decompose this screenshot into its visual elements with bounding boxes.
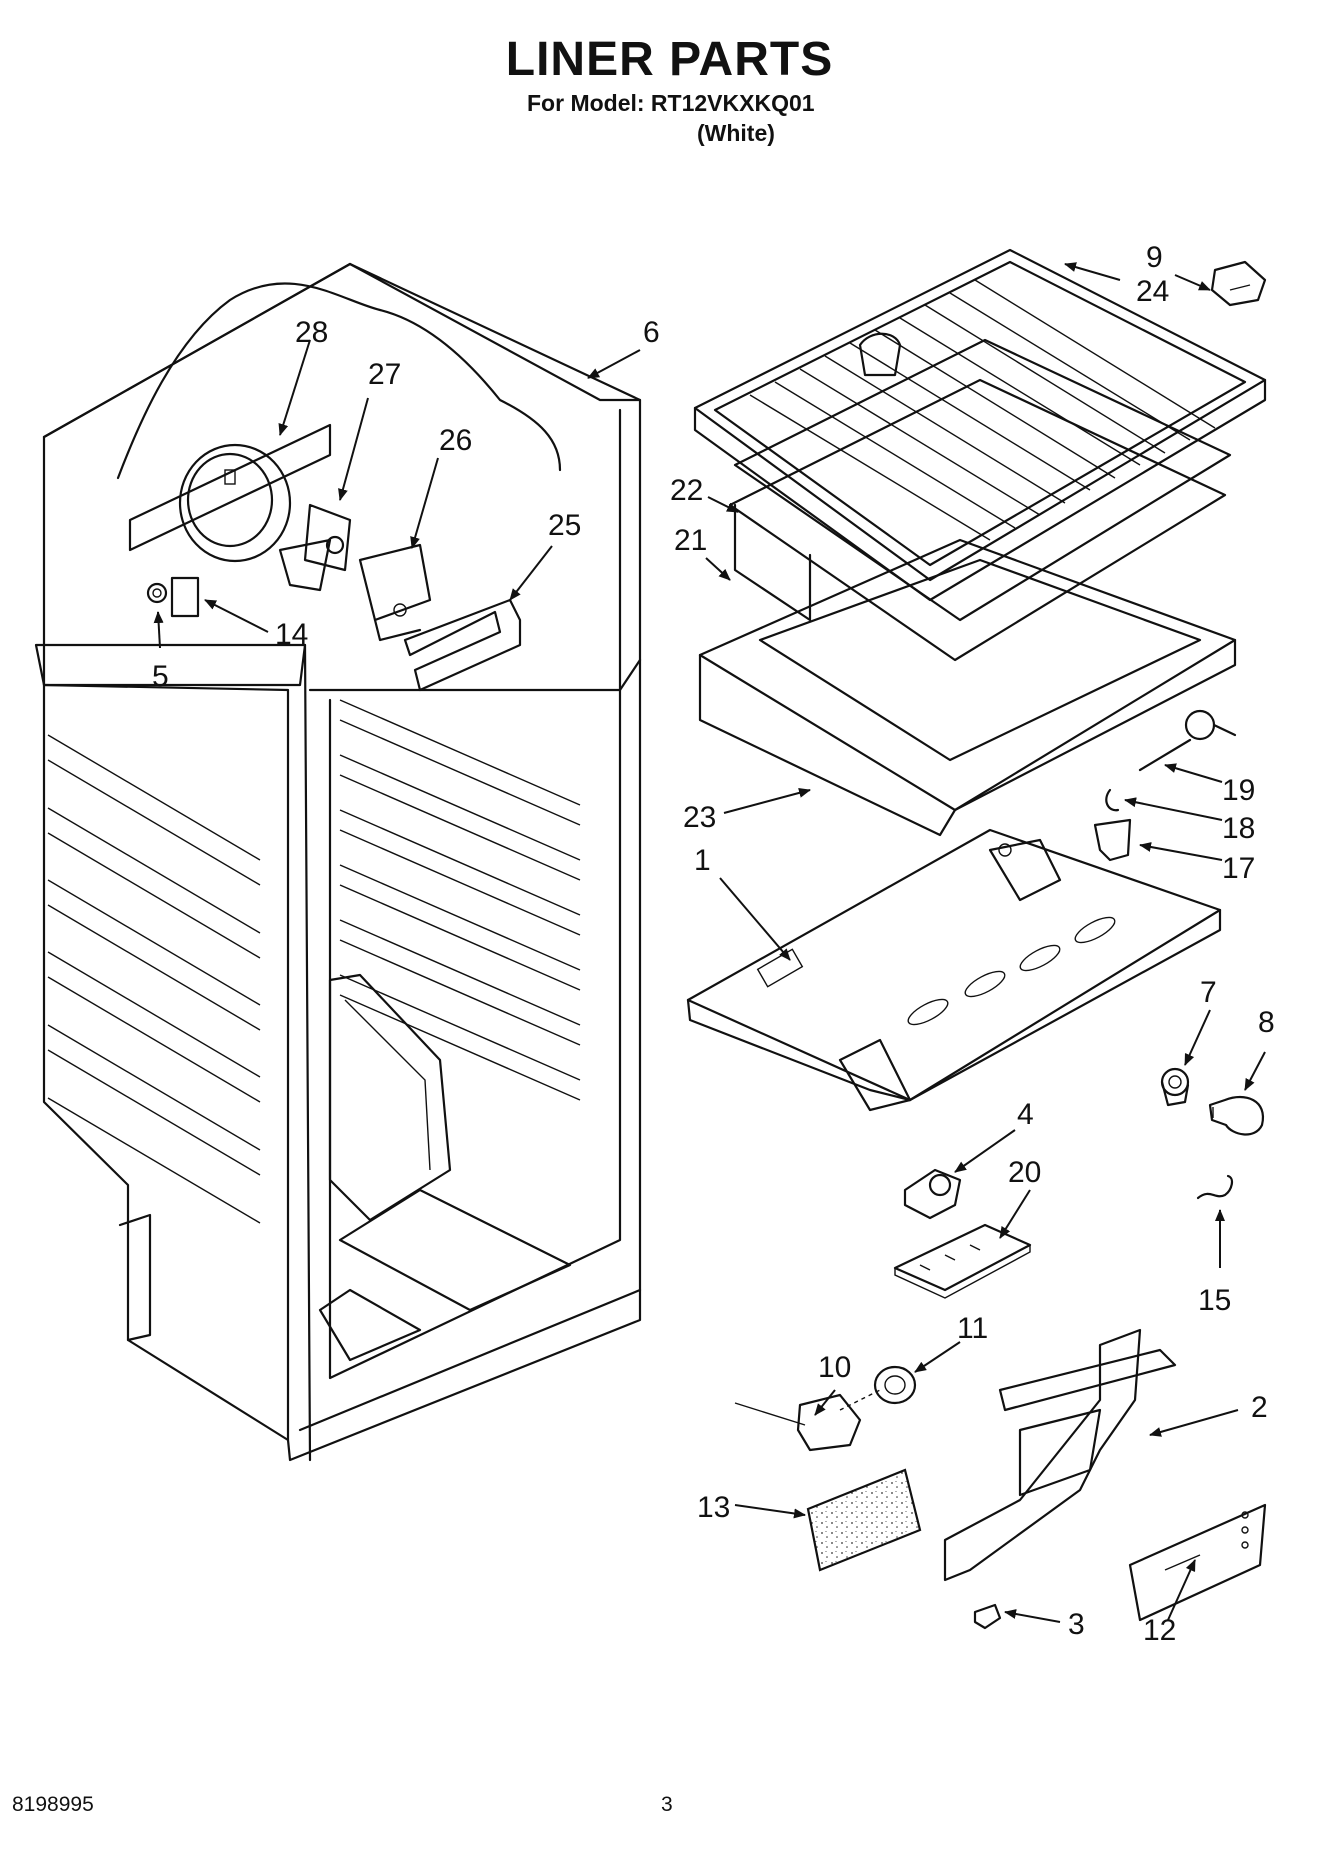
callout-23: 23 — [683, 801, 716, 834]
callout-17: 17 — [1222, 852, 1255, 885]
callout-3: 3 — [1068, 1608, 1085, 1641]
callout-10: 10 — [818, 1351, 851, 1384]
callout-24: 24 — [1136, 275, 1169, 308]
callout-7: 7 — [1200, 976, 1217, 1009]
thermostat — [903, 1168, 962, 1220]
callout-8: 8 — [1258, 1006, 1275, 1039]
damper-bracket — [1210, 260, 1267, 307]
insulation-pad — [806, 1468, 922, 1572]
freezer-shelf-assembly — [693, 248, 1267, 662]
wire-spring — [1196, 1174, 1234, 1200]
page-title: LINER PARTS — [505, 33, 834, 86]
control-knob — [873, 1365, 917, 1405]
callout-20: 20 — [1008, 1156, 1041, 1189]
callout-1: 1 — [694, 844, 711, 877]
callout-21: 21 — [674, 524, 707, 557]
fan-assembly — [128, 423, 522, 692]
control-board — [893, 1223, 1032, 1299]
callout-5: 5 — [152, 660, 169, 693]
callout-25: 25 — [548, 509, 581, 542]
page-number: 3 — [661, 1793, 673, 1816]
callout-labels: 28 27 26 25 6 14 5 9 24 22 21 23 1 19 18… — [152, 241, 1275, 1647]
crisper-pan — [698, 538, 1237, 837]
callout-6: 6 — [643, 316, 660, 349]
callout-15: 15 — [1198, 1284, 1231, 1317]
callout-18: 18 — [1222, 812, 1255, 845]
callout-2: 2 — [1251, 1391, 1268, 1424]
temperature-control — [734, 1389, 881, 1452]
light-switch — [973, 1603, 1002, 1630]
callout-19: 19 — [1222, 774, 1255, 807]
callout-9: 9 — [1146, 241, 1163, 274]
overlay-label — [1128, 1503, 1267, 1622]
callout-22: 22 — [670, 474, 703, 507]
light-bulb — [1208, 1095, 1265, 1136]
callout-27: 27 — [368, 358, 401, 391]
control-cover — [686, 828, 1222, 1112]
callout-13: 13 — [697, 1491, 730, 1524]
callout-14: 14 — [275, 618, 308, 651]
callout-26: 26 — [439, 424, 472, 457]
model-variant: (White) — [697, 120, 775, 146]
callout-11: 11 — [957, 1312, 988, 1345]
light-socket — [1160, 1067, 1190, 1107]
liner-cabinet — [34, 262, 642, 1462]
control-housing — [943, 1328, 1177, 1582]
callout-28: 28 — [295, 316, 328, 349]
callout-12: 12 — [1143, 1614, 1176, 1647]
model-line: For Model: RT12VKXKQ01 — [527, 90, 815, 116]
callout-4: 4 — [1017, 1098, 1034, 1131]
sensor-clip — [1093, 709, 1237, 862]
document-number: 8198995 — [12, 1793, 94, 1816]
leader-lines — [153, 262, 1266, 1623]
